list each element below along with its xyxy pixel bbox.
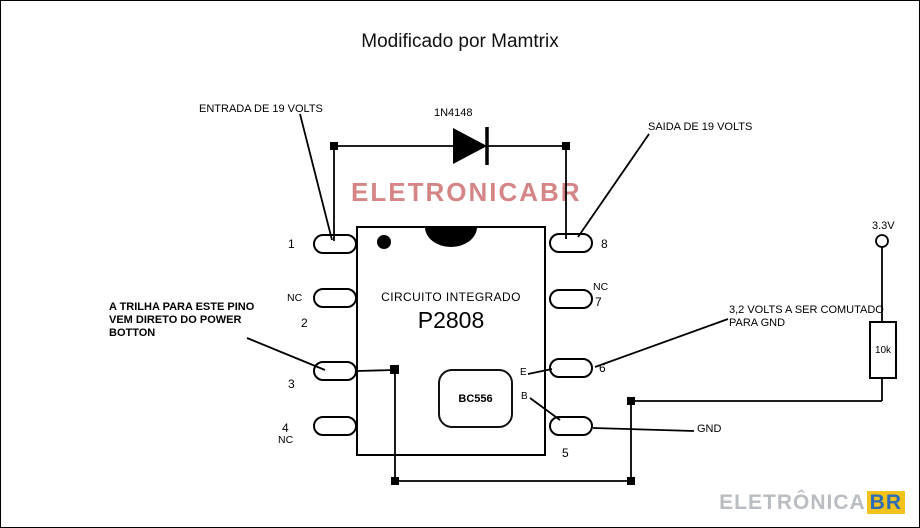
transistor-bc556: BC556 bbox=[438, 369, 513, 428]
label-comutado: 3,2 VOLTS A SER COMUTADO PARA GND bbox=[729, 304, 884, 330]
pin-8-number: 8 bbox=[601, 237, 608, 251]
pin-3-number: 3 bbox=[288, 377, 295, 391]
pin-4-number: 4 bbox=[282, 421, 289, 435]
label-saida-19v: SAIDA DE 19 VOLTS bbox=[648, 121, 753, 133]
diode-1n4148-symbol bbox=[453, 128, 487, 164]
pin-1 bbox=[313, 234, 357, 254]
pin-7-number: 7 bbox=[595, 295, 602, 309]
pin-6-number: 6 bbox=[599, 361, 606, 375]
junction-dot-top-right bbox=[562, 142, 570, 150]
label-trilha-line2: VEM DIRETO DO POWER bbox=[109, 314, 242, 326]
bottom-watermark-text: ELETRÔNICA bbox=[719, 491, 866, 514]
base-label: B bbox=[521, 391, 528, 402]
junction-dot-bottom-right bbox=[627, 477, 635, 485]
resistor-label: 10k bbox=[874, 344, 892, 356]
label-comutado-line1: 3,2 VOLTS A SER COMUTADO bbox=[729, 304, 884, 316]
saida-pointer-line bbox=[577, 133, 650, 238]
resistor-10k: 10k bbox=[869, 321, 897, 379]
label-comutado-line2: PARA GND bbox=[729, 317, 786, 329]
label-3v3-supply: 3.3V bbox=[872, 220, 895, 232]
label-trilha-line1: A TRILHA PARA ESTE PINO bbox=[109, 301, 255, 313]
entrada-pointer-line bbox=[299, 113, 333, 241]
ic-part-number: P2808 bbox=[417, 307, 485, 333]
transistor-label: BC556 bbox=[458, 392, 493, 405]
supply-terminal-icon bbox=[875, 234, 889, 248]
ic-label: CIRCUITO INTEGRADO bbox=[381, 290, 521, 304]
pin-5-number: 5 bbox=[562, 446, 569, 460]
pin-3 bbox=[313, 361, 357, 381]
pin-7 bbox=[549, 289, 593, 309]
junction-dot-top-left bbox=[330, 142, 338, 150]
label-trilha-power-button: A TRILHA PARA ESTE PINO VEM DIRETO DO PO… bbox=[109, 301, 254, 340]
pin-2-nc-label: NC bbox=[287, 292, 303, 304]
label-entrada-19v: ENTRADA DE 19 VOLTS bbox=[199, 103, 323, 115]
diagram-title: Modificado por Mamtrix bbox=[361, 31, 559, 52]
pin-4-nc-label: NC bbox=[278, 434, 294, 446]
pin-1-number: 1 bbox=[288, 237, 295, 251]
pin-5 bbox=[549, 416, 593, 436]
label-trilha-line3: BOTTON bbox=[109, 327, 156, 339]
emitter-label: E bbox=[520, 367, 527, 378]
junction-dot-resistor bbox=[627, 397, 635, 405]
diode-label: 1N4148 bbox=[434, 107, 473, 119]
pin-2 bbox=[313, 288, 357, 308]
gnd-wire bbox=[592, 427, 695, 432]
pin-6 bbox=[549, 358, 593, 378]
bottom-watermark-badge: BR bbox=[866, 491, 905, 514]
pin-7-nc-label: NC bbox=[593, 281, 609, 293]
label-gnd: GND bbox=[697, 423, 722, 435]
junction-dot-bottom-left bbox=[391, 477, 399, 485]
comutado-pointer-line bbox=[594, 318, 729, 368]
pin-8 bbox=[549, 233, 593, 253]
pin-4 bbox=[313, 416, 357, 436]
center-watermark: ELETRONICABR bbox=[351, 177, 582, 207]
pin-2-number: 2 bbox=[301, 316, 308, 330]
